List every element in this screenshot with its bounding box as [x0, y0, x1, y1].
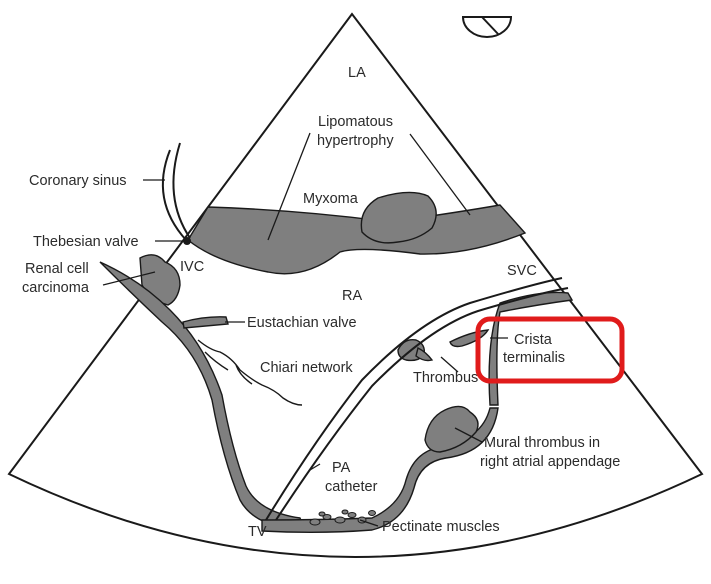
- label-mural-1: Mural thrombus in: [484, 435, 600, 451]
- pectinate-muscles: [309, 509, 376, 526]
- label-lipomatous-1: Lipomatous: [318, 114, 393, 130]
- sector-outline: [7, 12, 704, 558]
- crista-wall: [488, 291, 574, 406]
- label-mural-2: right atrial appendage: [480, 454, 620, 470]
- label-coronary-sinus: Coronary sinus: [29, 173, 127, 189]
- catheter-thrombus-mass-2: [415, 346, 434, 362]
- label-myxoma: Myxoma: [303, 191, 359, 207]
- label-pectinate-muscles: Pectinate muscles: [382, 519, 500, 535]
- label-thebesian-valve: Thebesian valve: [33, 234, 139, 250]
- label-pa-2: catheter: [325, 479, 378, 495]
- label-renal-1: Renal cell: [25, 261, 89, 277]
- label-eustachian-valve: Eustachian valve: [247, 315, 357, 331]
- label-tv: TV: [248, 524, 267, 540]
- ra-lateral-wall: [99, 261, 307, 531]
- label-crista-1: Crista: [514, 332, 553, 348]
- label-ra: RA: [342, 288, 362, 304]
- coronary-sinus: [161, 142, 191, 245]
- label-thrombus: Thrombus: [413, 370, 478, 386]
- label-chiari-network: Chiari network: [260, 360, 353, 376]
- label-lipomatous-2: hypertrophy: [317, 133, 394, 149]
- atrial-septum-band: [187, 204, 527, 275]
- ra-floor-wall: [261, 407, 499, 533]
- label-ivc: IVC: [180, 259, 204, 275]
- mural-thrombus-mass: [424, 405, 479, 453]
- crista-terminalis-highlight-box: [475, 316, 625, 384]
- chiari-network: [197, 339, 303, 406]
- label-la: LA: [348, 65, 366, 81]
- label-crista-2: terminalis: [503, 350, 565, 366]
- pa-catheter: [265, 277, 569, 521]
- label-svc: SVC: [507, 263, 537, 279]
- eustachian-valve: [182, 316, 229, 329]
- crista-small-mass: [449, 329, 490, 348]
- label-renal-2: carcinoma: [22, 280, 90, 296]
- label-pa-1: PA: [332, 460, 351, 476]
- leader-lines: [102, 132, 508, 527]
- myxoma-mass: [360, 191, 437, 244]
- orientation-marker-icon: [461, 16, 513, 38]
